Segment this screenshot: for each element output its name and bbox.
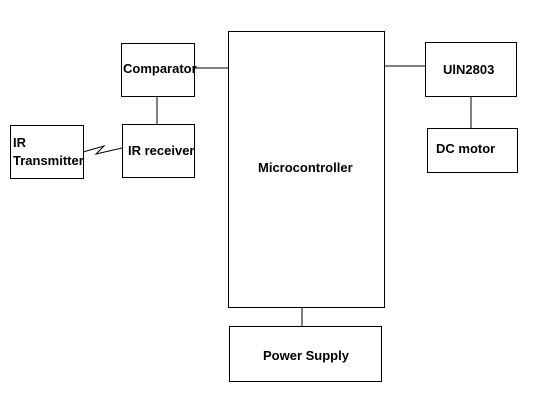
ir-transmitter-label-line2: Transmitter <box>13 153 84 168</box>
ir-signal-zigzag <box>82 144 123 155</box>
power-supply-label: Power Supply <box>263 348 349 363</box>
uln2803-block: UlN2803 <box>425 42 517 97</box>
dc-motor-block: DC motor <box>427 128 518 173</box>
uln2803-label: UlN2803 <box>443 62 495 77</box>
microcontroller-block: Microcontroller <box>228 31 385 308</box>
ir-receiver-label: IR receiver <box>128 143 195 158</box>
ir-transmitter-label-line1: IR <box>13 135 26 150</box>
ir-receiver-block: IR receiver <box>122 124 195 178</box>
power-supply-block: Power Supply <box>229 326 382 382</box>
ir-transmitter-block: IR Transmitter <box>10 125 84 179</box>
comparator-block: Comparator <box>121 43 197 97</box>
comparator-label: Comparator <box>123 61 197 76</box>
microcontroller-label: Microcontroller <box>258 160 353 175</box>
dc-motor-label: DC motor <box>436 141 496 156</box>
